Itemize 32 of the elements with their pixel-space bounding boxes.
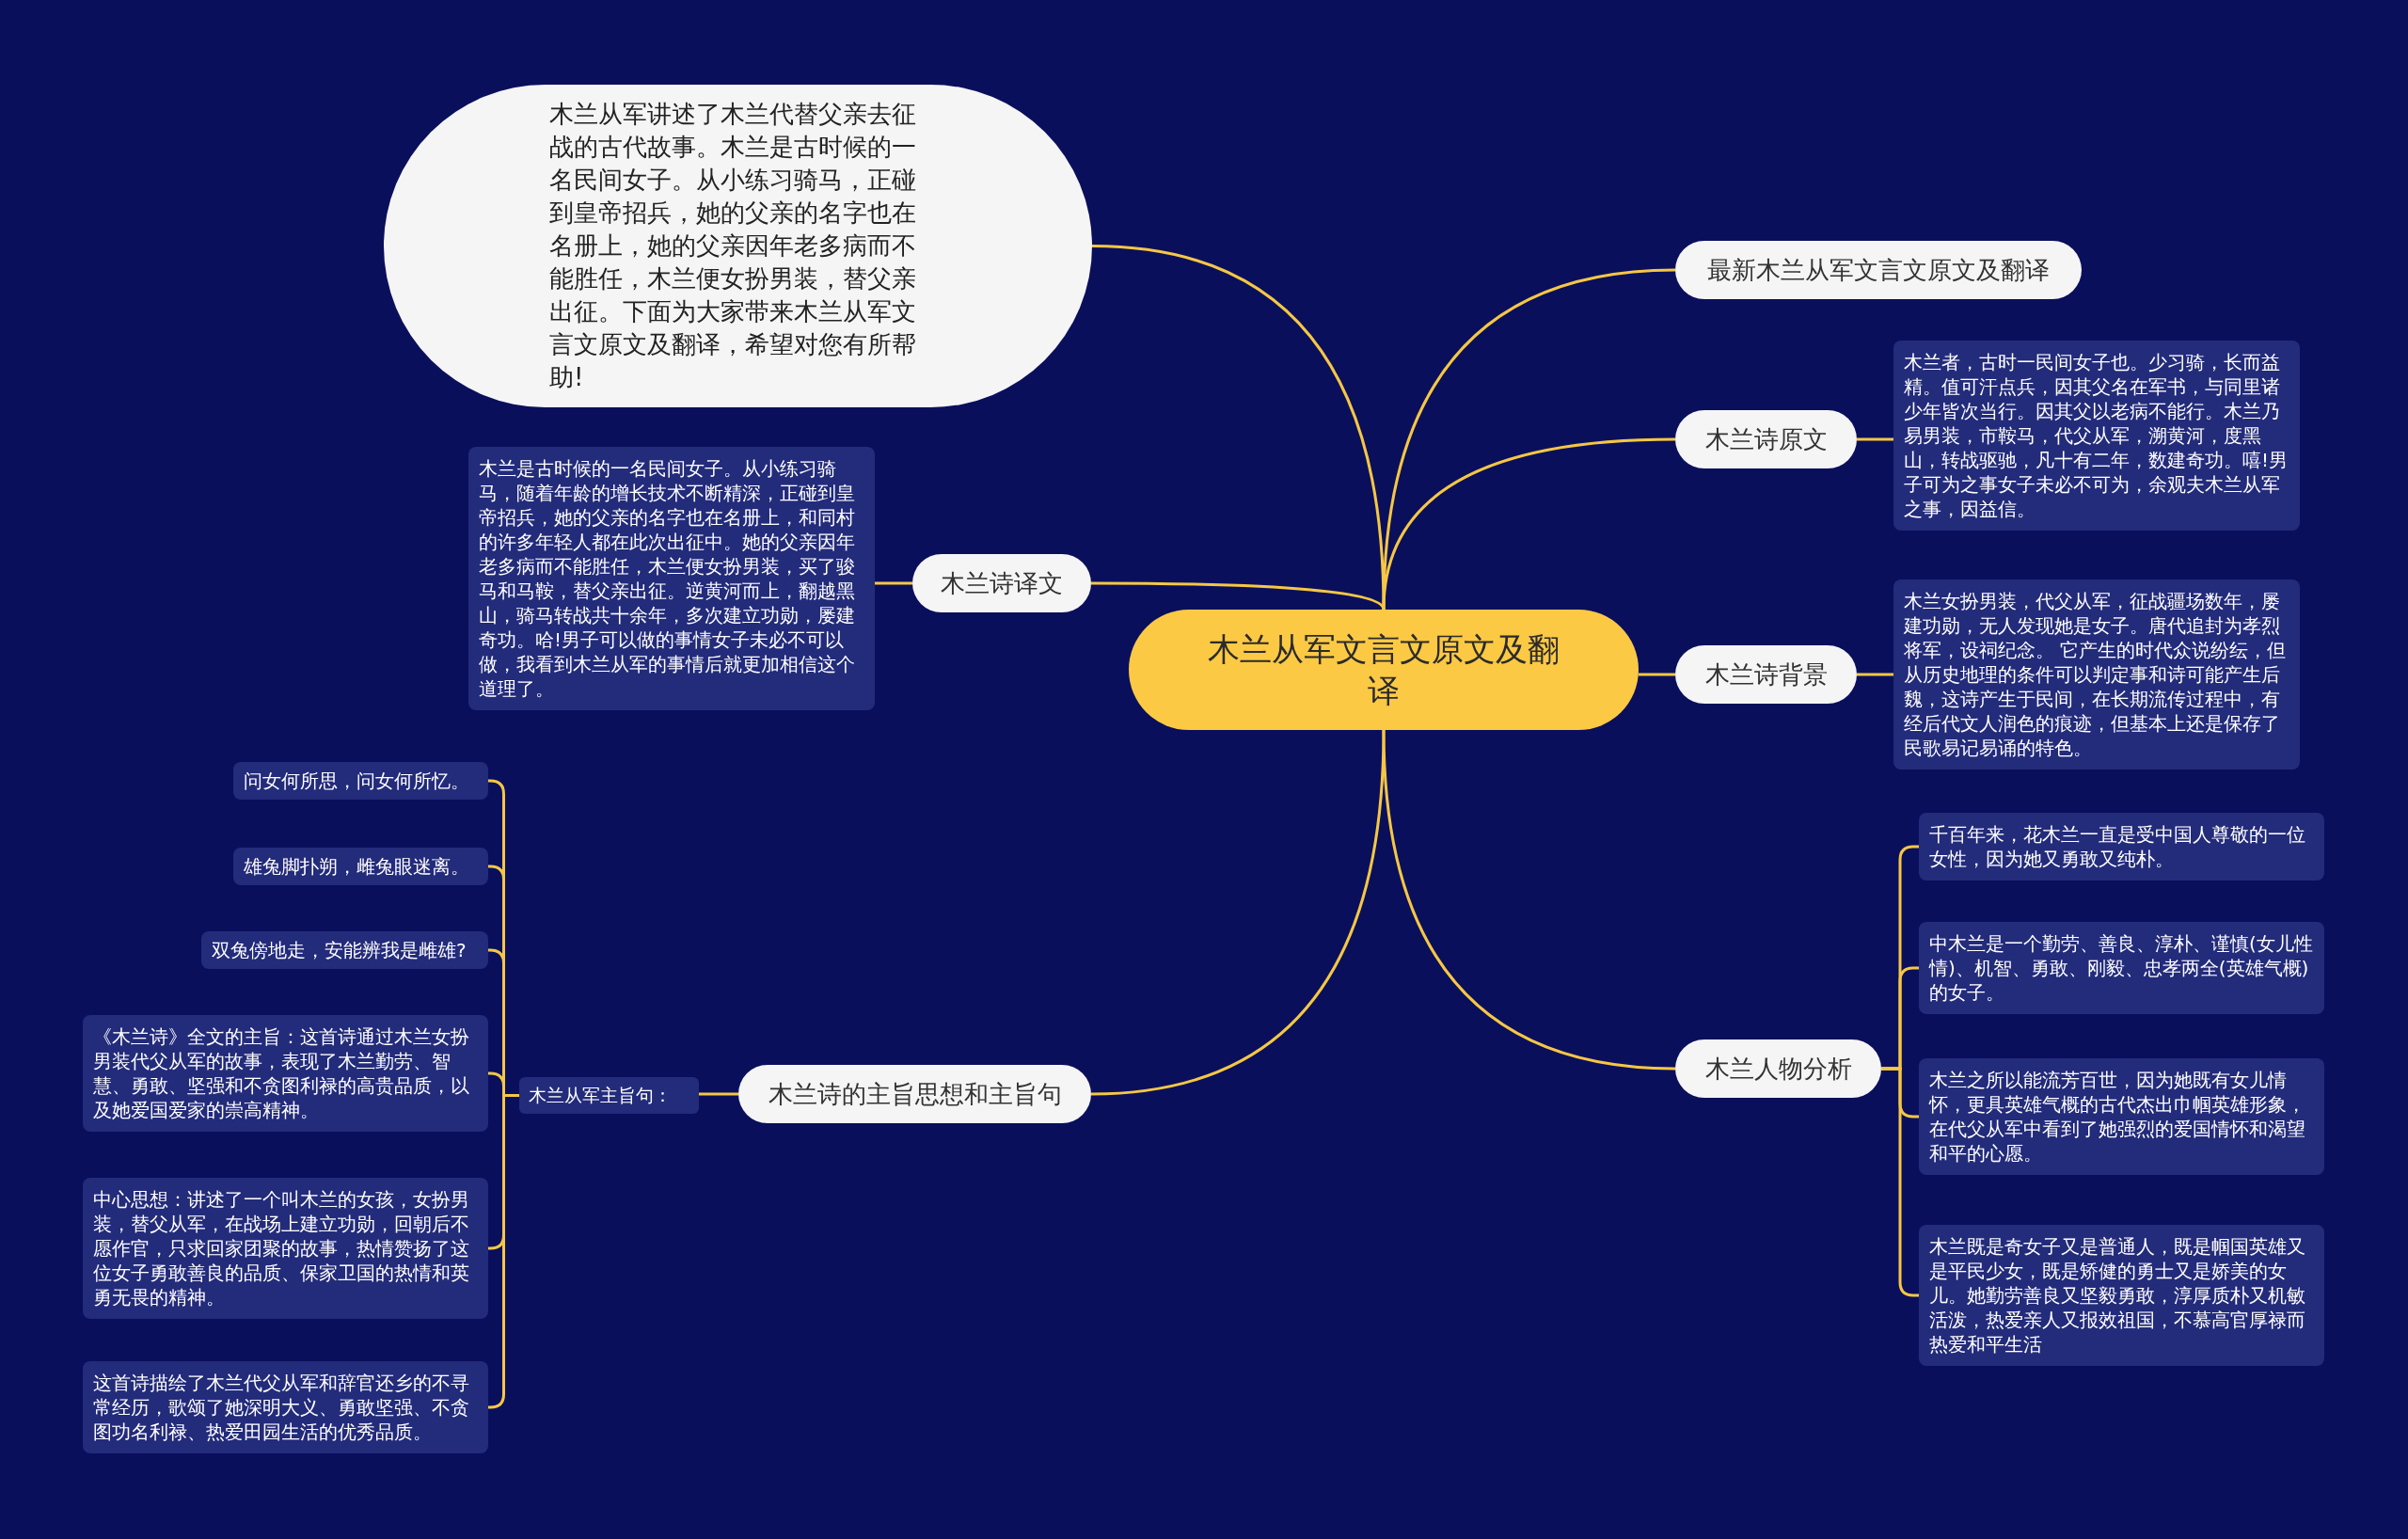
note-card: 千百年来，花木兰一直是受中国人尊敬的一位女性，因为她又勇敢又纯朴。 [1919,813,2324,881]
note-card: 雄兔脚扑朔，雌兔眼迷离。 [233,848,488,885]
connector-line [1382,729,1676,1071]
note-card: 木兰是古时候的一名民间女子。从小练习骑马，随着年龄的增长技术不断精深，正碰到皇帝招兵，她的父亲的名字也在名册上，和同村的许多年轻人都在此次出征中。她的父亲因年老多病而不能胜任，木兰便女扮男装，买了骏马和马鞍，替父亲出征。逆黄河而上，翻越黑山，骑马转战共十余年，多次建立功勋，屡建奇功。哈!男子可以做的事情女子未必不可以做，我看到木兰从军的事情后就更加相信这个道理了。 [468,447,875,710]
note-card: 木兰之所以能流芳百世，因为她既有女儿情怀，更具英雄气概的古代杰出巾帼英雄形象，在代父从军中看到了她强烈的爱国情怀和渴望和平的心愿。 [1919,1058,2324,1175]
connector-line [699,1092,738,1096]
summary-bubble: 木兰从军讲述了木兰代替父亲去征战的古代故事。木兰是古时候的一名民间女子。从小练习骑马，正碰到皇帝招兵，她的父亲的名字也在名册上，她的父亲因年老多病而不能胜任，木兰便女扮男装，替父亲出征。下面为大家带来木兰从军文言文原文及翻译，希望对您有所帮助! [384,85,1092,407]
note-card: 中木兰是一个勤劳、善良、淳朴、谨慎(女儿性情)、机智、勇敢、刚毅、忠孝两全(英雄气概)的女子。 [1919,922,2324,1014]
connector-line [875,581,912,585]
connector-line [1639,673,1675,676]
note-card: 木兰女扮男装，代父从军，征战疆场数年，屡建功勋，无人发现她是女子。唐代追封为孝烈将军，设祠纪念。 它产生的时代众说纷纭，但从历史地理的条件可以判定事和诗可能产生后魏，这诗产生于民间，在长期流传过程中，有经后代文人润色的痕迹，但基本上还是保存了民歌易记易诵的特色。 [1893,579,2300,770]
connector-line [1382,437,1676,611]
connector-line [1857,673,1893,676]
connector-line [1382,268,1676,611]
note-card: 木兰者，古时一民间女子也。少习骑，长而益精。值可汗点兵，因其父名在军书，与同里诸少年皆次当行。因其父以老病不能行。木兰乃易男装，市鞍马，代父从军，溯黄河，度黑山，转战驱驰，凡十有二年，数建奇功。嘻!男子可为之事女子未必不可为，余观夫木兰从军之事，因益信。 [1893,341,2300,531]
connector-line [1857,437,1893,441]
topic-pill: 木兰诗译文 [912,554,1091,612]
topic-pill: 最新木兰从军文言文原文及翻译 [1675,241,2082,299]
topic-pill: 木兰诗原文 [1675,410,1857,468]
note-card: 木兰既是奇女子又是普通人，既是帼国英雄又是平民少女，既是矫健的勇士又是娇美的女儿。她勤劳善良又坚毅勇敢，淳厚质朴又机敏活泼，热爱亲人又报效祖国，不慕高官厚禄而热爱和平生活 [1919,1225,2324,1366]
topic-pill: 木兰诗的主旨思想和主旨句 [738,1065,1091,1123]
topic-pill: 木兰人物分析 [1675,1039,1881,1098]
note-card: 问女何所思，问女何所忆。 [233,762,488,800]
note-card: 《木兰诗》全文的主旨：这首诗通过木兰女扮男装代父从军的故事，表现了木兰勤劳、智慧、勇敢、坚强和不贪图利禄的高贵品质，以及她爱国爱家的崇高精神。 [83,1015,488,1132]
note-card: 中心思想：讲述了一个叫木兰的女孩，女扮男装，替父从军，在战场上建立功勋，回朝后不愿作官，只求回家团聚的故事，热情赞扬了这位女子勇敢善良的品质、保家卫国的热情和英勇无畏的精神。 [83,1178,488,1319]
connector-line [1090,729,1386,1096]
note-card: 这首诗描绘了木兰代父从军和辞官还乡的不寻常经历，歌颂了她深明大义、勇敢坚强、不贪图功名利禄、热爱田园生活的优秀品质。 [83,1361,488,1453]
note-card: 双兔傍地走，安能辨我是雌雄? [201,931,488,969]
topic-pill: 木兰诗背景 [1675,645,1857,704]
central-topic: 木兰从军文言文原文及翻译 [1129,610,1639,730]
subtopic-tag: 木兰从军主旨句： [519,1077,699,1114]
connector-line [1091,581,1386,611]
